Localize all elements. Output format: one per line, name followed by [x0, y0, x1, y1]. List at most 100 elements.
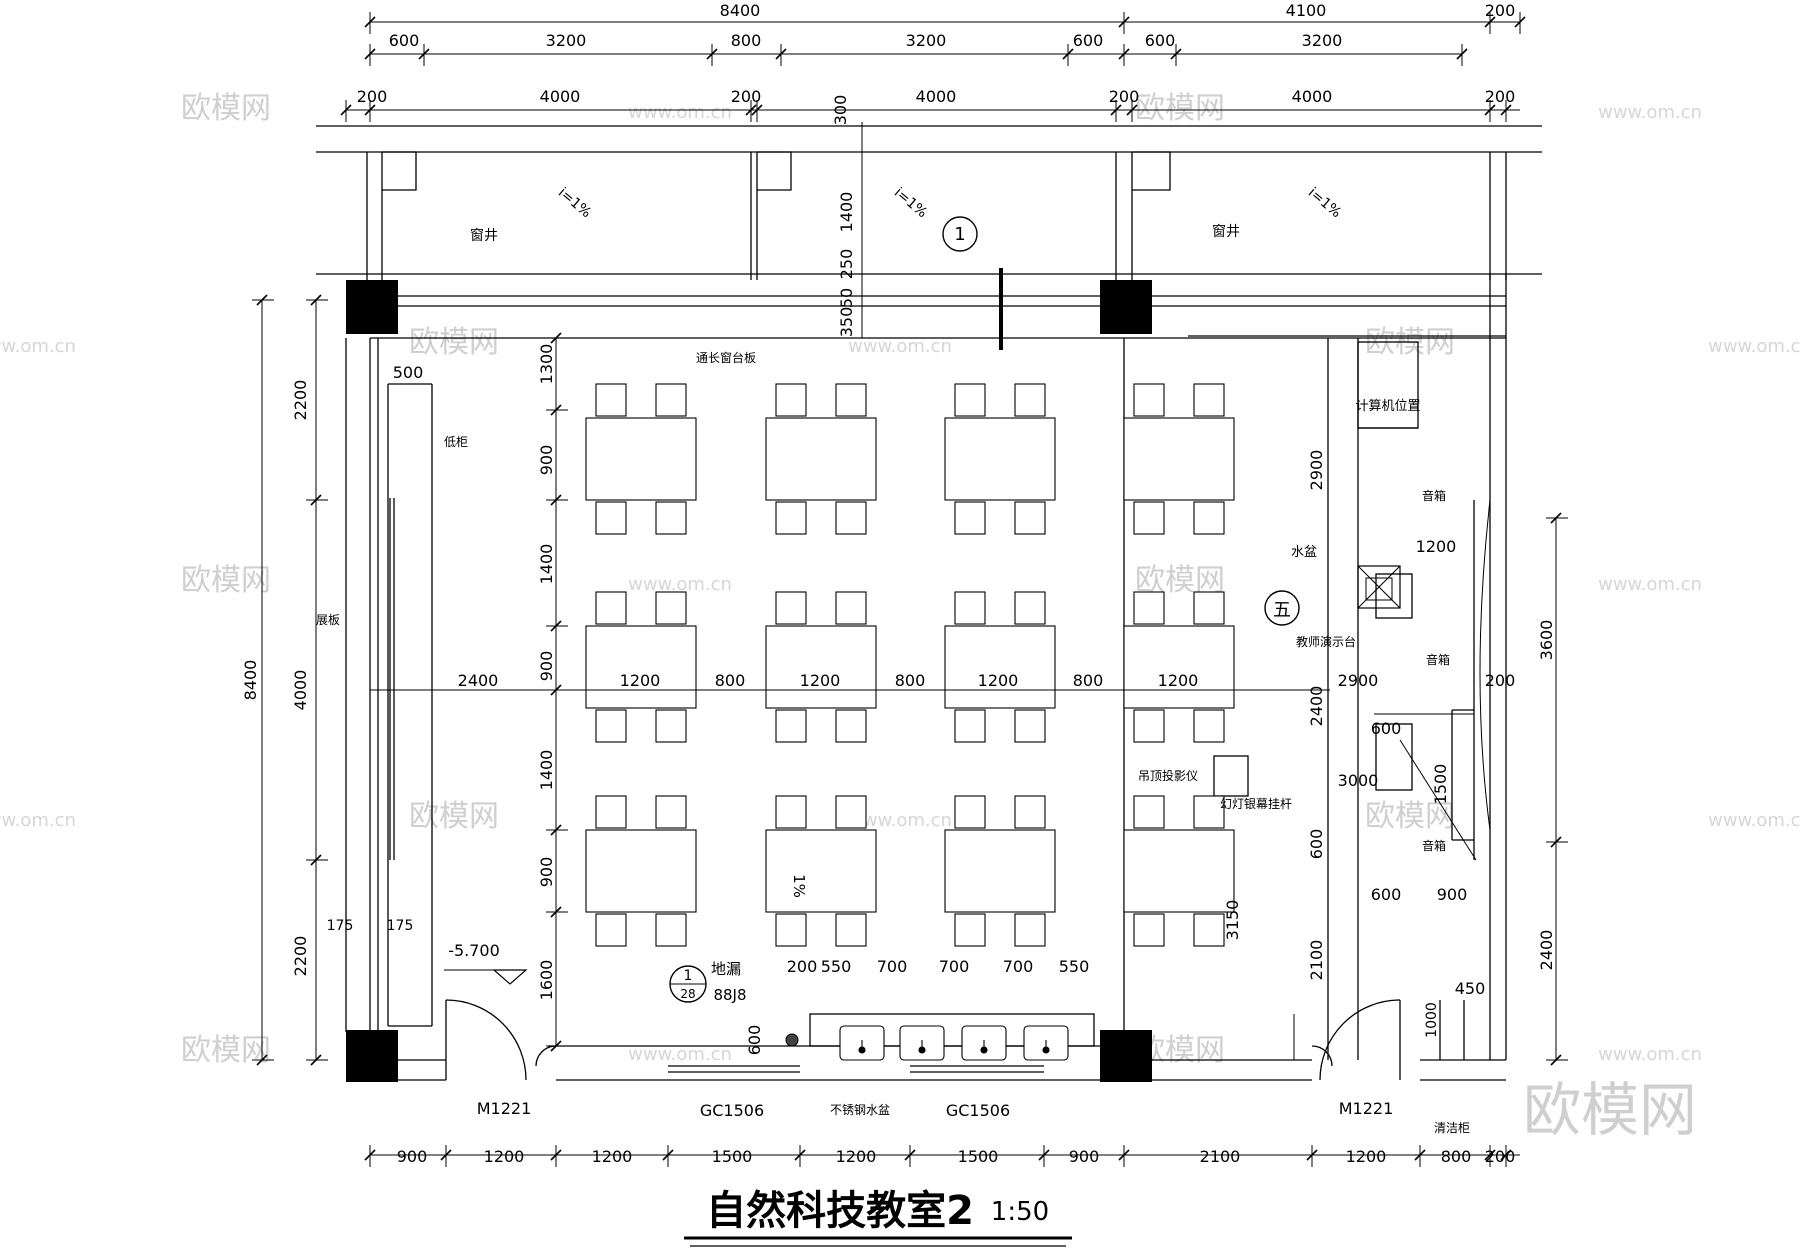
- dim-top-vert-4: 350: [837, 307, 856, 338]
- watermark-url: www.om.cn: [0, 810, 76, 831]
- dim-col-1: 1300: [537, 344, 556, 385]
- dim-right-10: 900: [1437, 885, 1468, 904]
- desk: [765, 417, 877, 501]
- dim-top-row1-6: 600: [1145, 31, 1176, 50]
- chair: [1193, 709, 1225, 743]
- desk-layout: [585, 383, 1235, 947]
- dim-top-row2-2: 4000: [540, 87, 581, 106]
- chair: [954, 383, 986, 417]
- dim-left-bottom-1: 175: [327, 918, 354, 934]
- desk: [585, 829, 697, 913]
- chair: [835, 501, 867, 535]
- dim-right-2: 1200: [1416, 537, 1457, 556]
- label-clean-cabinet: 清洁柜: [1434, 1121, 1470, 1135]
- chair: [595, 591, 627, 625]
- desk: [765, 625, 877, 709]
- chair: [1193, 383, 1225, 417]
- watermark-text: 欧模网: [1365, 799, 1455, 834]
- chair: [655, 709, 687, 743]
- dim-right-outer-1: 3600: [1537, 620, 1556, 661]
- label-ref-num: 28: [680, 987, 695, 1001]
- dim-right-11: 2100: [1307, 940, 1326, 981]
- chair: [775, 383, 807, 417]
- dim-bottom-3: 1200: [592, 1147, 633, 1166]
- dim-right-5: 600: [1371, 719, 1402, 738]
- dim-sink-4: 700: [939, 957, 970, 976]
- dim-top-vert-5: 50: [837, 288, 856, 308]
- dim-top-vert-3: 250: [837, 249, 856, 280]
- dim-left-outer: 8400: [241, 660, 260, 701]
- dim-bottom-6: 1500: [958, 1147, 999, 1166]
- chair: [595, 709, 627, 743]
- dim-sink-2: 550: [821, 957, 852, 976]
- dim-top-overall-1: 8400: [720, 1, 761, 20]
- dim-right-3: 2900: [1338, 671, 1379, 690]
- label-section-ref: 1: [954, 224, 965, 245]
- drawing-title: 自然科技教室2: [706, 1188, 974, 1234]
- label-teacher-table: 教师演示台: [1296, 634, 1356, 649]
- dimension-lines: [252, 12, 1568, 1167]
- dim-right-14: 200: [1485, 671, 1516, 690]
- dim-top-row2-7: 200: [1485, 87, 1516, 106]
- watermark-text: 欧模网: [409, 799, 499, 834]
- label-window-a: GC1506: [700, 1101, 764, 1120]
- watermark-url: www.om.cn: [1598, 102, 1702, 123]
- chair: [1014, 795, 1046, 829]
- chair: [775, 709, 807, 743]
- dim-mid-2: 1200: [620, 671, 661, 690]
- dim-bottom-5: 1200: [836, 1147, 877, 1166]
- dim-top-row2-5: 200: [1109, 87, 1140, 106]
- label-window-well-left: 窗井: [470, 227, 498, 244]
- structural-columns: [346, 280, 1152, 1082]
- chair: [1193, 795, 1225, 829]
- chair: [1133, 913, 1165, 947]
- chair: [835, 591, 867, 625]
- chair: [1133, 383, 1165, 417]
- chair: [954, 795, 986, 829]
- dim-mid-5: 800: [895, 671, 926, 690]
- dim-left-inner-1: 2200: [291, 380, 310, 421]
- dim-top-row2-6: 4000: [1292, 87, 1333, 106]
- dim-right-outer-2: 2400: [1537, 930, 1556, 971]
- dim-left-inner-3: 2200: [291, 936, 310, 977]
- dim-right-4: 2400: [1307, 686, 1326, 727]
- chair: [954, 591, 986, 625]
- label-speaker-2: 音箱: [1426, 652, 1450, 667]
- desk: [1123, 417, 1235, 501]
- dim-bottom-9: 1200: [1346, 1147, 1387, 1166]
- drawing-scale: 1:50: [991, 1197, 1049, 1227]
- chair: [775, 591, 807, 625]
- chair: [1133, 795, 1165, 829]
- dim-right-12: 450: [1455, 979, 1486, 998]
- dim-right-1: 2900: [1307, 450, 1326, 491]
- label-basin: 水盆: [1291, 545, 1317, 560]
- watermark-url: www.om.cn: [628, 1044, 732, 1065]
- desk: [944, 417, 1056, 501]
- chair: [595, 501, 627, 535]
- chair: [835, 709, 867, 743]
- dim-sink-3: 700: [877, 957, 908, 976]
- dim-right-6: 1500: [1431, 764, 1450, 805]
- watermark-logo: 欧模网: [1523, 1076, 1697, 1144]
- dim-top-row1-4: 3200: [906, 31, 947, 50]
- dim-mid-4: 1200: [800, 671, 841, 690]
- chair: [1014, 709, 1046, 743]
- dim-left-bottom-2: 175: [387, 918, 414, 934]
- dim-col-3: 1400: [537, 544, 556, 585]
- chair: [1193, 501, 1225, 535]
- label-floor-drain-ref: 88J8: [713, 986, 746, 1004]
- dim-left-inner-2: 4000: [291, 670, 310, 711]
- dim-bottom-10: 800: [1441, 1147, 1472, 1166]
- chair: [655, 591, 687, 625]
- dim-col-2: 900: [537, 445, 556, 476]
- dim-col-6: 900: [537, 857, 556, 888]
- chair: [655, 913, 687, 947]
- dim-bottom-7: 900: [1069, 1147, 1100, 1166]
- chair: [1133, 591, 1165, 625]
- chair: [954, 913, 986, 947]
- dim-top-row1-2: 3200: [546, 31, 587, 50]
- label-projector: 吊顶投影仪: [1138, 768, 1198, 783]
- dim-mid-7: 800: [1073, 671, 1104, 690]
- chair: [1014, 501, 1046, 535]
